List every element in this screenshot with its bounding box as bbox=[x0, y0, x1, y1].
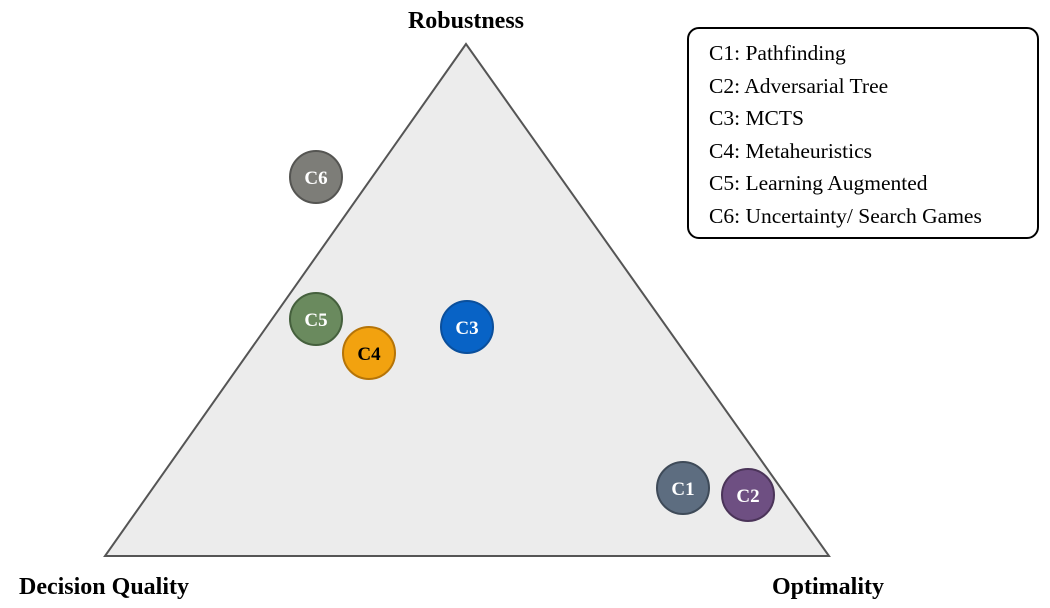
legend-item-c1: C1: Pathfinding bbox=[709, 41, 846, 65]
node-c1: C1 bbox=[656, 461, 710, 515]
node-c1-label: C1 bbox=[671, 479, 694, 500]
legend-box: C1: Pathfinding C2: Adversarial Tree C3:… bbox=[687, 27, 1039, 239]
node-c3-label: C3 bbox=[455, 318, 478, 339]
node-c5-label: C5 bbox=[304, 310, 327, 331]
node-c3: C3 bbox=[440, 300, 494, 354]
node-c5-circle bbox=[289, 292, 343, 346]
node-c2-label: C2 bbox=[736, 486, 759, 507]
legend-item-c5: C5: Learning Augmented bbox=[709, 171, 928, 196]
node-c5: C5 bbox=[289, 292, 343, 346]
node-c2-circle bbox=[721, 468, 775, 522]
node-c1-circle bbox=[656, 461, 710, 515]
legend-item-c2: C2: Adversarial Tree bbox=[709, 73, 889, 98]
legend-item-c4: C4: Metaheuristics bbox=[709, 138, 873, 163]
node-c6: C6 bbox=[289, 150, 343, 204]
node-c6-label: C6 bbox=[304, 168, 327, 189]
node-c4-circle bbox=[342, 326, 396, 380]
corner-label-optimality: Optimality bbox=[772, 574, 884, 600]
node-c6-circle bbox=[289, 150, 343, 204]
corner-label-robustness: Robustness bbox=[408, 8, 524, 34]
node-c4-label: C4 bbox=[357, 344, 381, 365]
legend-item-c3: C3: MCTS bbox=[709, 106, 804, 131]
node-c3-circle bbox=[440, 300, 494, 354]
corner-label-decision-quality: Decision Quality bbox=[19, 574, 189, 600]
node-c4: C4 bbox=[342, 326, 396, 380]
node-c2: C2 bbox=[721, 468, 775, 522]
legend-item-c6: C6: Uncertainty/ Search Games bbox=[709, 203, 982, 228]
